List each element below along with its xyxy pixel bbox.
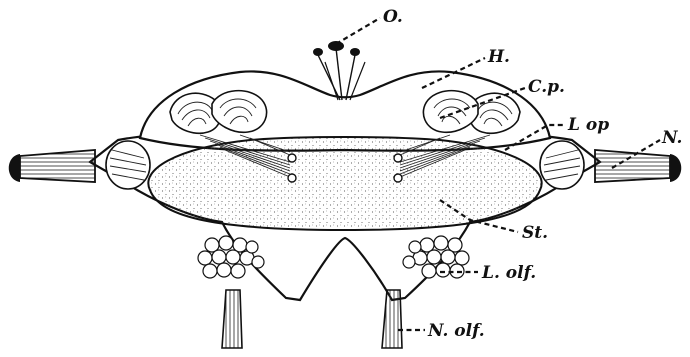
olfactory-lobe-left [198,236,264,278]
olfactory-nerve-right [382,290,402,348]
optic-lobe-left [106,141,150,189]
optic-lobe-right [540,141,584,189]
label-st: St. [522,223,548,243]
olfactory-nerve-left [222,290,242,348]
label-n: N. [661,128,682,148]
label-cp: C.p. [528,77,565,97]
optic-nerve-left [9,150,95,182]
label-h: H. [487,47,510,67]
label-o: O. [383,7,403,27]
label-n-olf: N. olf. [427,321,485,341]
label-l-olf: L. olf. [481,263,536,283]
optic-nerve-right [595,150,681,182]
striatum [148,137,541,230]
label-lop: L op [567,115,609,135]
